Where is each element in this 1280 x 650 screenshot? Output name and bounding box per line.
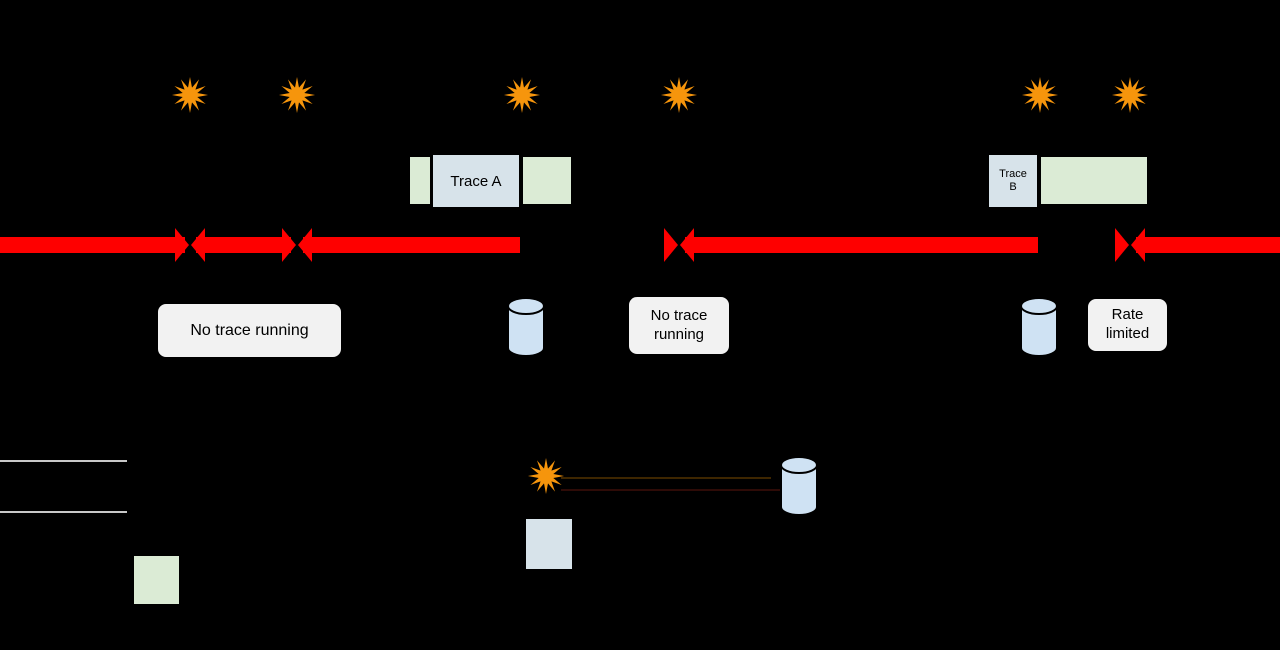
legend-swatch-blue [525,518,573,570]
timeline-break-icon [1115,228,1145,262]
trace-b-label: Trace B [999,168,1027,193]
trace-span-green-wide [1040,156,1148,205]
burst-icon [660,76,698,114]
trace-span-green [522,156,572,205]
timeline-break-icon [664,228,694,262]
trace-a-box: Trace A [432,154,520,208]
trace-span-green-sliver [409,156,431,205]
burst-icon [278,76,316,114]
legend-burst-icon [527,457,565,495]
callout-no-trace-running-mid: No trace running [628,296,730,355]
timeline-segment [685,237,1038,253]
legend-swatch-green [133,555,180,605]
database-cylinder-icon [1019,296,1059,358]
timeline-segment [303,237,520,253]
database-cylinder-icon [506,296,546,358]
timeline-segment [0,237,185,253]
callout-rate-limited: Rate limited [1087,298,1168,352]
legend-streak [561,477,771,479]
burst-icon [1111,76,1149,114]
burst-icon [503,76,541,114]
timeline-segment [1136,237,1280,253]
callout-text: No trace running [190,321,309,339]
legend-line [0,460,127,462]
legend-line [0,511,127,513]
legend-database-cylinder-icon [779,455,819,517]
timeline-segment [196,237,291,253]
burst-icon [1021,76,1059,114]
timeline-break-icon [282,228,312,262]
legend-streak [561,489,781,491]
burst-icon [171,76,209,114]
callout-no-trace-running-left: No trace running [157,303,342,358]
trace-a-label: Trace A [450,172,502,190]
trace-b-box: Trace B [988,154,1038,208]
timeline-break-icon [175,228,205,262]
callout-text: No trace running [650,306,708,343]
callout-text: Rate limited [1105,306,1150,342]
